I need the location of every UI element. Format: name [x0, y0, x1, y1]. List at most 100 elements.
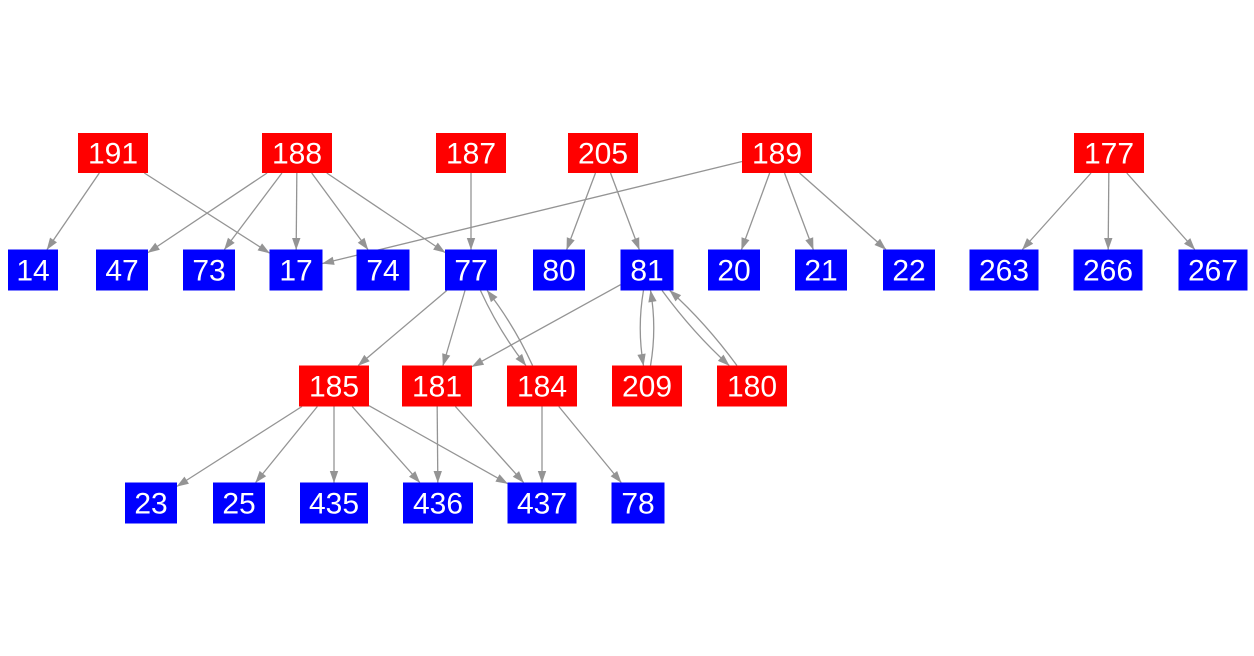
- edge-189-20: [740, 172, 771, 250]
- edge-185-436: [351, 406, 421, 483]
- node-label-47: 47: [105, 255, 138, 288]
- node-label-73: 73: [192, 255, 225, 288]
- edge-205-81: [609, 172, 640, 250]
- edge-77-181: [442, 290, 466, 366]
- node-label-435: 435: [309, 488, 359, 521]
- node-box-266: [1073, 249, 1143, 291]
- node-label-25: 25: [222, 488, 255, 521]
- node-21: 21: [795, 249, 847, 291]
- node-185: 185: [299, 365, 369, 407]
- edge-191-14: [46, 172, 100, 250]
- node-box-74: [356, 249, 410, 291]
- edge-177-266: [1104, 172, 1113, 250]
- node-box-177: [1074, 133, 1144, 173]
- edge-189-21: [783, 172, 814, 250]
- node-box-20: [708, 249, 760, 291]
- node-box-17: [269, 249, 323, 291]
- node-box-191: [78, 133, 148, 173]
- node-label-266: 266: [1083, 255, 1133, 288]
- node-label-205: 205: [578, 138, 628, 171]
- node-box-77: [445, 249, 497, 291]
- node-box-263: [969, 249, 1039, 291]
- node-78: 78: [611, 482, 665, 524]
- node-box-14: [8, 249, 58, 291]
- node-74: 74: [356, 249, 410, 291]
- edges-layer: [46, 160, 1196, 487]
- node-25: 25: [213, 482, 265, 524]
- node-181: 181: [402, 365, 472, 407]
- node-box-47: [96, 249, 148, 291]
- node-263: 263: [969, 249, 1039, 291]
- node-box-80: [533, 249, 585, 291]
- node-189: 189: [742, 133, 812, 173]
- edge-184-77: [486, 290, 534, 366]
- node-label-20: 20: [717, 255, 750, 288]
- node-label-180: 180: [727, 371, 777, 404]
- node-266: 266: [1073, 249, 1143, 291]
- node-22: 22: [883, 249, 935, 291]
- node-label-185: 185: [309, 371, 359, 404]
- node-label-437: 437: [517, 488, 567, 521]
- node-box-184: [507, 365, 577, 407]
- edge-189-22: [799, 172, 887, 250]
- node-label-209: 209: [622, 371, 672, 404]
- node-box-188: [262, 133, 332, 173]
- node-label-181: 181: [412, 371, 462, 404]
- node-label-184: 184: [517, 371, 567, 404]
- node-81: 81: [620, 249, 674, 291]
- edge-188-73: [223, 172, 283, 250]
- edge-205-80: [566, 172, 597, 250]
- node-box-22: [883, 249, 935, 291]
- edge-188-47: [147, 172, 268, 254]
- edge-185-23: [176, 405, 303, 487]
- edge-181-436: [433, 406, 442, 483]
- node-label-177: 177: [1084, 138, 1134, 171]
- node-435: 435: [300, 482, 368, 524]
- node-205: 205: [568, 133, 638, 173]
- edge-188-74: [311, 172, 369, 250]
- node-label-436: 436: [413, 488, 463, 521]
- edge-181-437: [454, 406, 525, 483]
- node-box-209: [612, 365, 682, 407]
- node-label-191: 191: [88, 138, 138, 171]
- node-box-205: [568, 133, 638, 173]
- node-label-78: 78: [621, 488, 654, 521]
- node-label-267: 267: [1188, 255, 1238, 288]
- edge-77-184: [479, 290, 527, 366]
- node-191: 191: [78, 133, 148, 173]
- node-box-25: [213, 482, 265, 524]
- node-box-437: [507, 482, 577, 524]
- edge-81-181: [471, 284, 621, 368]
- node-box-436: [403, 482, 473, 524]
- node-box-73: [183, 249, 235, 291]
- node-box-185: [299, 365, 369, 407]
- node-267: 267: [1178, 249, 1248, 291]
- node-23: 23: [125, 482, 177, 524]
- node-box-435: [300, 482, 368, 524]
- edge-209-81: [648, 290, 657, 366]
- node-label-21: 21: [804, 255, 837, 288]
- node-187: 187: [436, 133, 506, 173]
- edge-81-180: [661, 290, 730, 366]
- node-73: 73: [183, 249, 235, 291]
- node-label-81: 81: [630, 255, 663, 288]
- edge-177-263: [1021, 172, 1092, 250]
- node-label-263: 263: [979, 255, 1029, 288]
- node-188: 188: [262, 133, 332, 173]
- node-436: 436: [403, 482, 473, 524]
- node-177: 177: [1074, 133, 1144, 173]
- edge-188-77: [326, 172, 446, 254]
- node-box-180: [717, 365, 787, 407]
- node-180: 180: [717, 365, 787, 407]
- node-box-181: [402, 365, 472, 407]
- edge-184-78: [558, 406, 622, 483]
- edge-81-209: [637, 290, 646, 366]
- node-box-187: [436, 133, 506, 173]
- node-437: 437: [507, 482, 577, 524]
- node-box-189: [742, 133, 812, 173]
- node-label-22: 22: [892, 255, 925, 288]
- edge-189-17: [322, 160, 743, 265]
